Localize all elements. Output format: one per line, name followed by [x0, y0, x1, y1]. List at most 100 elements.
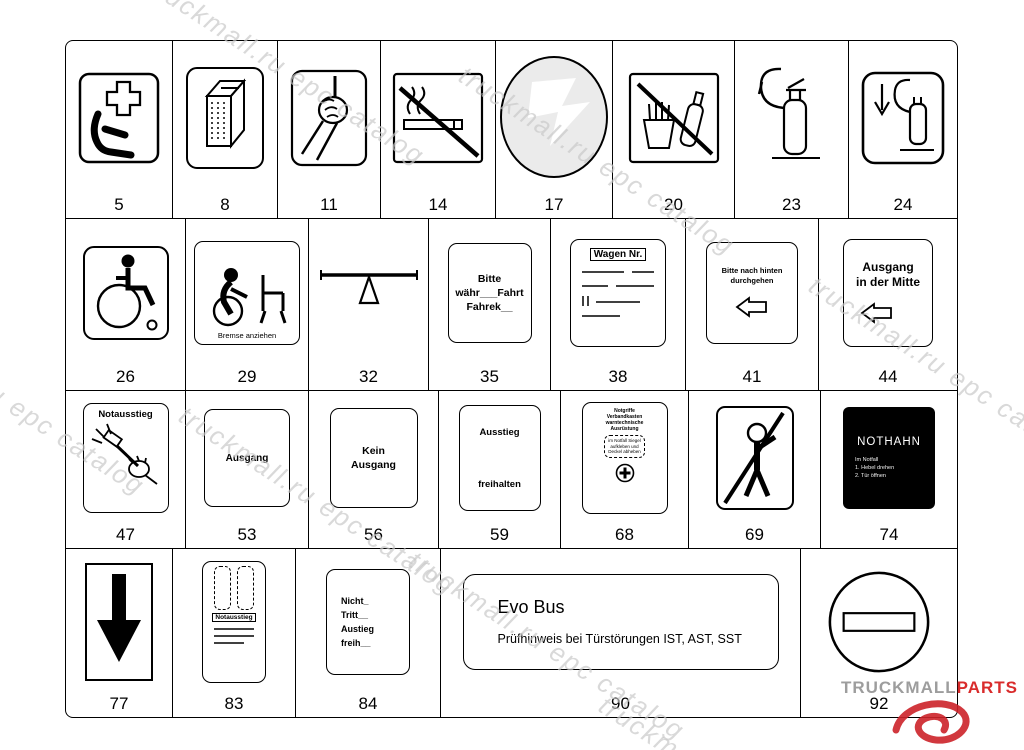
part-cell-83[interactable]: Notausstieg 83: [173, 549, 296, 717]
hammer-hand-icon: [91, 423, 158, 485]
part-cell-24[interactable]: 24: [849, 41, 957, 218]
sign-text: Notgriffe: [614, 408, 635, 414]
no-food-icon: [613, 41, 734, 195]
part-cell-8[interactable]: 8: [173, 41, 278, 218]
part-cell-14[interactable]: 14: [381, 41, 496, 218]
wheelchair-brake-icon: [212, 268, 287, 327]
part-number-56[interactable]: 56: [364, 525, 383, 544]
cross-circle-icon: [615, 463, 634, 482]
sign-text: Im Notfall: [855, 457, 879, 463]
sign-text: in der Mitte: [855, 275, 920, 289]
sign-text: Ausgang: [351, 459, 396, 471]
part-cell-84[interactable]: Nicht_ Tritt__ Austieg freih__ 84: [296, 549, 441, 717]
part-cell-26[interactable]: 26: [66, 219, 186, 390]
part-cell-53[interactable]: Ausgang 53: [186, 391, 309, 548]
part-number-29[interactable]: 29: [237, 367, 257, 386]
part-cell-59[interactable]: Ausstieg freihalten 59: [439, 391, 561, 548]
part-number-92[interactable]: 92: [869, 694, 889, 713]
grid-row-3: Notausstieg 47 Ausgang: [66, 391, 957, 549]
part-number-35[interactable]: 35: [480, 367, 499, 386]
sign-text: Fahrek__: [466, 301, 513, 313]
sign-title: Evo Bus: [497, 597, 565, 617]
part-cell-20[interactable]: 20: [613, 41, 735, 218]
part-cell-90[interactable]: Evo Bus Prüfhinweis bei Türstörungen IST…: [441, 549, 801, 717]
part-cell-23[interactable]: 23: [735, 41, 849, 218]
wheelchair-brake-sign: Bremse anziehen: [186, 219, 308, 367]
sign-text: Notausstieg: [98, 409, 153, 420]
sign-text: freihalten: [478, 478, 521, 490]
part-cell-11[interactable]: 11: [278, 41, 381, 218]
part-cell-41[interactable]: Bitte nach hinten durchgehen 41: [686, 219, 819, 390]
part-cell-92[interactable]: 92: [801, 549, 957, 717]
wheelchair-icon: [66, 219, 185, 367]
grid-row-4: 77 Notausstieg: [66, 549, 957, 717]
sign-text: 2. Tür öffnen: [855, 473, 886, 479]
part-cell-29[interactable]: Bremse anziehen 29: [186, 219, 309, 390]
sign-text: Ausrüstung: [610, 426, 639, 432]
part-number-90[interactable]: 90: [611, 694, 630, 713]
part-number-23[interactable]: 23: [782, 195, 801, 214]
part-cell-44[interactable]: Ausgang in der Mitte 44: [819, 219, 957, 390]
part-number-83[interactable]: 83: [224, 694, 244, 713]
grid-row-2: 26 Bremse anziehen 29: [66, 219, 957, 391]
sign-text: Bitte: [477, 273, 502, 285]
sign-text: durchgehen: [730, 276, 774, 285]
sign-text: Nicht_: [341, 595, 369, 606]
part-number-11[interactable]: 11: [320, 195, 338, 214]
part-number-14[interactable]: 14: [428, 195, 448, 214]
sign-title: NOTHAHN: [857, 436, 921, 448]
part-number-26[interactable]: 26: [116, 367, 135, 386]
part-number-47[interactable]: 47: [116, 525, 135, 544]
sign-text: Ausgang: [862, 260, 914, 274]
nothahn-sign: NOTHAHN Im Notfall 1. Hebel drehen 2. Tü…: [821, 391, 957, 525]
part-cell-74[interactable]: NOTHAHN Im Notfall 1. Hebel drehen 2. Tü…: [821, 391, 957, 548]
part-cell-32[interactable]: 32: [309, 219, 429, 390]
part-cell-5[interactable]: 5: [66, 41, 173, 218]
part-cell-17[interactable]: 17: [496, 41, 613, 218]
part-cell-35[interactable]: Bitte währ___Fahrt Fahrek__ 35: [429, 219, 551, 390]
no-smoking-icon: [381, 41, 495, 195]
part-cell-68[interactable]: Notgriffe Verbandkasten warntechnische A…: [561, 391, 689, 548]
part-cell-38[interactable]: Wagen Nr. 38: [551, 219, 686, 390]
part-number-44[interactable]: 44: [878, 367, 898, 386]
part-cell-47[interactable]: Notausstieg 47: [66, 391, 186, 548]
part-cell-69[interactable]: 69: [689, 391, 821, 548]
part-number-32[interactable]: 32: [359, 367, 378, 386]
notausstieg-panel-sign: Notausstieg: [173, 549, 295, 694]
mirror-icon: [496, 41, 612, 195]
part-number-77[interactable]: 77: [109, 694, 129, 713]
wagen-nr-sign: Wagen Nr.: [551, 219, 685, 367]
part-number-53[interactable]: 53: [237, 525, 257, 544]
part-number-68[interactable]: 68: [615, 525, 634, 544]
left-arrow-icon: [860, 302, 892, 324]
down-arrow-icon: [66, 549, 172, 694]
balance-lever-icon: [309, 219, 428, 367]
ausgang-sign: Ausgang: [186, 391, 308, 525]
brand-red-text: PARTS: [956, 678, 1018, 697]
sign-text: Verbandkasten: [606, 414, 643, 420]
sign-text: freih__: [341, 637, 371, 648]
left-arrow-icon: [735, 296, 767, 318]
part-cell-56[interactable]: Kein Ausgang 56: [309, 391, 439, 548]
part-number-74[interactable]: 74: [879, 525, 899, 544]
sign-text: Bitte nach hinten: [721, 266, 783, 275]
sign-text: währ___Fahrt: [455, 287, 524, 299]
part-number-24[interactable]: 24: [893, 195, 913, 214]
evobus-note-sign: Evo Bus Prüfhinweis bei Türstörungen IST…: [441, 549, 800, 694]
part-number-59[interactable]: 59: [490, 525, 509, 544]
fire-extinguisher-icon: [735, 41, 848, 195]
part-number-38[interactable]: 38: [608, 367, 628, 386]
part-number-69[interactable]: 69: [745, 525, 764, 544]
kein-ausgang-sign: Kein Ausgang: [309, 391, 438, 525]
part-number-8[interactable]: 8: [220, 195, 230, 214]
parts-grid: 5 8: [65, 40, 958, 718]
part-cell-77[interactable]: 77: [66, 549, 173, 717]
part-number-41[interactable]: 41: [742, 367, 762, 386]
text-lines: [214, 627, 254, 644]
part-number-5[interactable]: 5: [114, 195, 124, 214]
part-number-20[interactable]: 20: [664, 195, 683, 214]
part-number-17[interactable]: 17: [544, 195, 564, 214]
part-number-84[interactable]: 84: [358, 694, 378, 713]
brand-logo: TRUCKMALLPARTS: [841, 678, 1018, 698]
